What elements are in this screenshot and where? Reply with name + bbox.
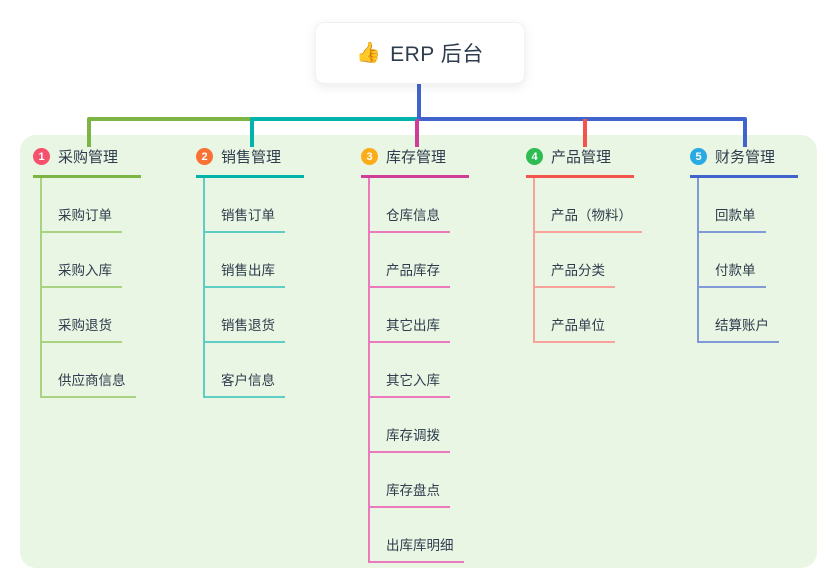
child-node[interactable]: 供应商信息 xyxy=(42,343,141,398)
child-node-label: 客户信息 xyxy=(205,369,285,398)
child-node-label: 产品分类 xyxy=(535,259,615,288)
child-node-label: 产品单位 xyxy=(535,314,615,343)
branch-label: 产品管理 xyxy=(551,149,612,166)
branch-label: 财务管理 xyxy=(715,149,776,166)
branch-column-4: 4 产品管理产品（物料） 产品分类产品单位 xyxy=(526,146,642,343)
branch-children-list: 仓库信息产品库存其它出库其它入库库存调拨库存盘点出库库明细 xyxy=(368,178,469,563)
child-node-label: 采购退货 xyxy=(42,314,122,343)
branches-background-panel xyxy=(20,135,817,568)
child-node[interactable]: 产品分类 xyxy=(535,233,634,288)
child-node[interactable]: 产品（物料） xyxy=(535,178,642,233)
child-node-label: 销售退货 xyxy=(205,314,285,343)
child-node[interactable]: 仓库信息 xyxy=(370,178,469,233)
root-node-erp[interactable]: 👍 ERP 后台 xyxy=(315,22,525,84)
child-node[interactable]: 出库库明细 xyxy=(370,508,469,563)
branch-column-3: 3 库存管理仓库信息产品库存其它出库其它入库库存调拨库存盘点出库库明细 xyxy=(361,146,469,563)
child-node[interactable]: 结算账户 xyxy=(699,288,798,343)
branch-column-5: 5 财务管理回款单付款单结算账户 xyxy=(690,146,798,343)
child-node-label: 供应商信息 xyxy=(42,369,136,398)
child-node-label: 其它入库 xyxy=(370,369,450,398)
branch-number-badge: 2 xyxy=(196,148,213,165)
child-node-label: 采购订单 xyxy=(42,204,122,233)
branch-node-3[interactable]: 3 库存管理 xyxy=(361,146,469,178)
child-node-label: 产品（物料） xyxy=(535,204,642,233)
branch-number-badge: 5 xyxy=(690,148,707,165)
branch-node-4[interactable]: 4 产品管理 xyxy=(526,146,634,178)
branch-children-list: 销售订单销售出库销售退货客户信息 xyxy=(203,178,304,398)
child-node-label: 库存调拨 xyxy=(370,424,450,453)
branch-number-badge: 4 xyxy=(526,148,543,165)
child-node[interactable]: 回款单 xyxy=(699,178,798,233)
child-node-label: 销售订单 xyxy=(205,204,285,233)
branch-node-1[interactable]: 1 采购管理 xyxy=(33,146,141,178)
child-node-label: 结算账户 xyxy=(699,314,779,343)
child-node-label: 采购入库 xyxy=(42,259,122,288)
child-node[interactable]: 其它出库 xyxy=(370,288,469,343)
child-node-label: 库存盘点 xyxy=(370,479,450,508)
child-node[interactable]: 采购入库 xyxy=(42,233,141,288)
branch-label: 库存管理 xyxy=(386,149,447,166)
child-node[interactable]: 其它入库 xyxy=(370,343,469,398)
branch-node-5[interactable]: 5 财务管理 xyxy=(690,146,798,178)
child-node[interactable]: 销售订单 xyxy=(205,178,304,233)
child-node-label: 出库库明细 xyxy=(370,534,464,563)
child-node[interactable]: 销售出库 xyxy=(205,233,304,288)
branch-children-list: 回款单付款单结算账户 xyxy=(697,178,798,343)
branch-label: 销售管理 xyxy=(221,149,282,166)
branch-label: 采购管理 xyxy=(58,149,119,166)
child-node[interactable]: 采购退货 xyxy=(42,288,141,343)
branch-column-2: 2 销售管理销售订单销售出库销售退货客户信息 xyxy=(196,146,304,398)
branch-children-list: 采购订单采购入库采购退货供应商信息 xyxy=(40,178,141,398)
child-node-label: 其它出库 xyxy=(370,314,450,343)
child-node[interactable]: 付款单 xyxy=(699,233,798,288)
child-node-label: 回款单 xyxy=(699,204,766,233)
child-node[interactable]: 采购订单 xyxy=(42,178,141,233)
child-node-label: 付款单 xyxy=(699,259,766,288)
child-node[interactable]: 产品库存 xyxy=(370,233,469,288)
child-node-label: 销售出库 xyxy=(205,259,285,288)
branch-number-badge: 1 xyxy=(33,148,50,165)
child-node-label: 仓库信息 xyxy=(370,204,450,233)
branch-number-badge: 3 xyxy=(361,148,378,165)
branch-children-list: 产品（物料） 产品分类产品单位 xyxy=(533,178,642,343)
child-node[interactable]: 库存盘点 xyxy=(370,453,469,508)
child-node-label: 产品库存 xyxy=(370,259,450,288)
thumbs-up-icon: 👍 xyxy=(356,42,382,64)
child-node[interactable]: 库存调拨 xyxy=(370,398,469,453)
root-node-title: ERP 后台 xyxy=(390,43,484,66)
child-node[interactable]: 客户信息 xyxy=(205,343,304,398)
branch-column-1: 1 采购管理采购订单采购入库采购退货供应商信息 xyxy=(33,146,141,398)
child-node[interactable]: 产品单位 xyxy=(535,288,634,343)
branch-node-2[interactable]: 2 销售管理 xyxy=(196,146,304,178)
child-node[interactable]: 销售退货 xyxy=(205,288,304,343)
